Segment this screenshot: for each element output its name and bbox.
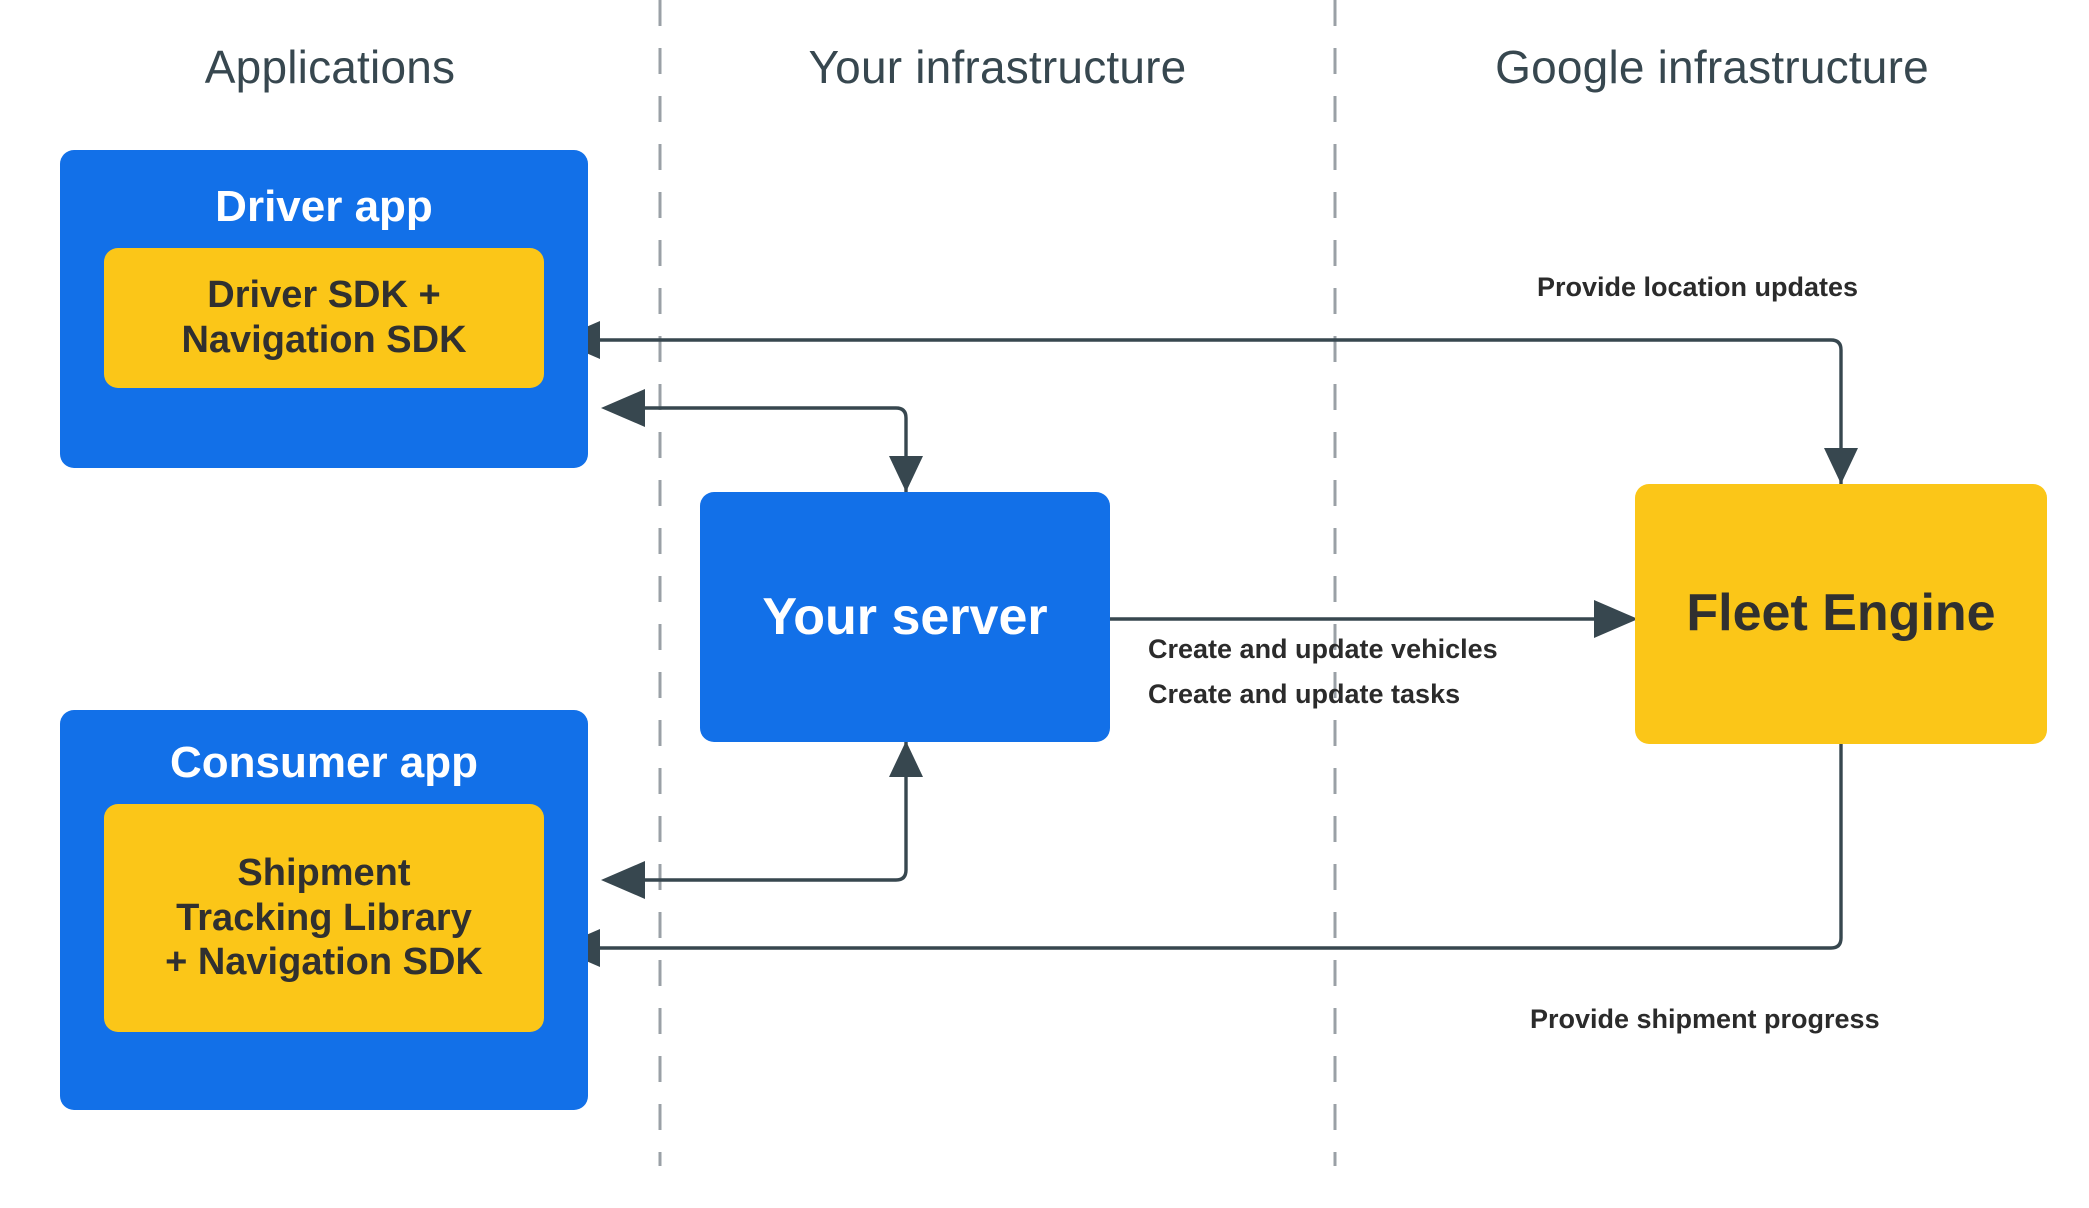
shipment-tracking-label: Shipment Tracking Library + Navigation S… <box>165 851 483 985</box>
label-create-and-update-tasks: Create and update tasks <box>1148 679 1461 709</box>
node-shipment-tracking[interactable]: Shipment Tracking Library + Navigation S… <box>104 804 544 1032</box>
lane-header-google-infrastructure: Google infrastructure <box>1495 41 1929 93</box>
driver-sdk-line-2: Navigation SDK <box>181 319 467 361</box>
edge-your-server-to-driver-app <box>601 389 923 492</box>
node-consumer-app[interactable]: Consumer app Shipment Tracking Library +… <box>60 710 588 1110</box>
driver-app-title: Driver app <box>215 182 433 231</box>
node-driver-app[interactable]: Driver app Driver SDK + Navigation SDK <box>60 150 588 468</box>
consumer-app-title: Consumer app <box>169 738 479 787</box>
label-provide-location-updates: Provide location updates <box>1537 272 1859 302</box>
label-create-and-update-vehicles: Create and update vehicles <box>1148 634 1498 664</box>
label-provide-shipment-progress: Provide shipment progress <box>1530 1004 1880 1034</box>
shipment-line-3: + Navigation SDK <box>165 941 483 984</box>
lane-header-your-infrastructure: Your infrastructure <box>808 41 1187 93</box>
driver-sdk-line-1: Driver SDK + <box>207 274 441 317</box>
your-server-title: Your server <box>762 588 1048 646</box>
edge-your-server-to-fleet-engine <box>1110 600 1638 638</box>
node-fleet-engine[interactable]: Fleet Engine <box>1635 484 2047 744</box>
driver-sdk-label: Driver SDK + Navigation SDK <box>181 273 466 363</box>
shipment-line-1: Shipment <box>237 851 411 894</box>
edge-fleet-engine-to-shipment-tracking <box>556 744 1843 967</box>
node-driver-sdk[interactable]: Driver SDK + Navigation SDK <box>104 248 544 388</box>
edge-fleet-engine-to-driver-sdk <box>556 321 1858 484</box>
edge-your-server-to-consumer-app <box>601 741 923 899</box>
shipment-line-2: Tracking Library <box>176 896 472 939</box>
lane-header-applications: Applications <box>204 41 456 93</box>
fleet-engine-title: Fleet Engine <box>1686 584 1996 643</box>
node-your-server[interactable]: Your server <box>700 492 1110 742</box>
